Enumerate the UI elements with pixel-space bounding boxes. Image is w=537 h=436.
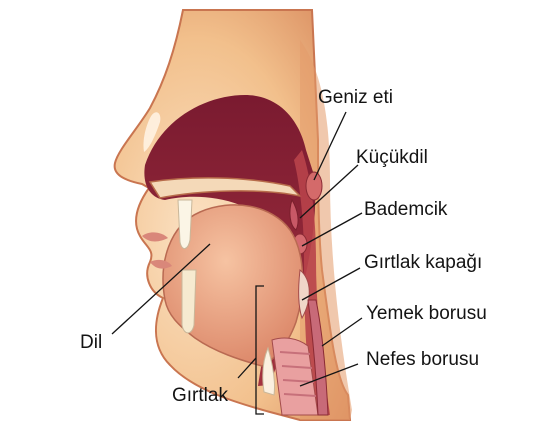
label-kucukdil: Küçükdil <box>356 148 428 167</box>
label-yemek-borusu: Yemek borusu <box>366 304 487 323</box>
upper-incisor <box>178 200 192 249</box>
label-girtlak-kapagi: Gırtlak kapağı <box>364 253 482 272</box>
label-girtlak: Gırtlak <box>172 386 228 405</box>
label-bademcik: Bademcik <box>364 200 447 219</box>
lower-incisor <box>182 270 196 333</box>
adenoid <box>306 172 322 200</box>
label-geniz-eti: Geniz eti <box>318 88 393 107</box>
label-dil: Dil <box>80 333 102 352</box>
label-nefes-borusu: Nefes borusu <box>366 350 479 369</box>
